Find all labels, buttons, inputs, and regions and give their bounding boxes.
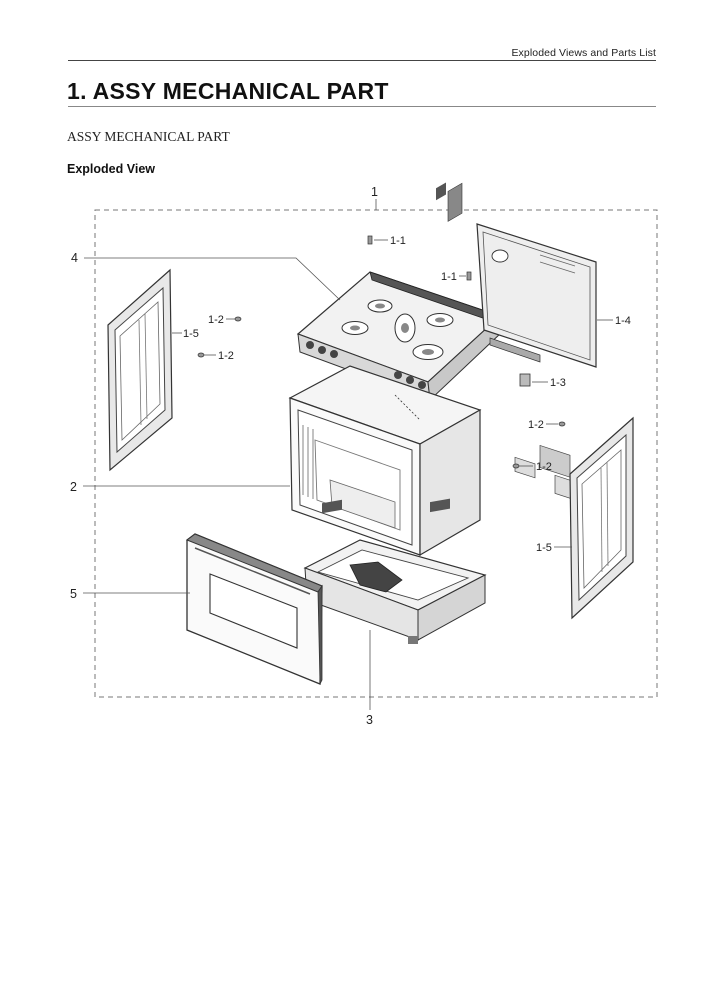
bracket-icon [519, 373, 531, 387]
callout-1-4: 1-4 [615, 315, 631, 327]
page-subtitle: ASSY MECHANICAL PART [67, 129, 230, 144]
storage-drawer [303, 498, 487, 644]
page-title: 1. ASSY MECHANICAL PART [67, 78, 389, 104]
callout-2: 2 [70, 480, 77, 494]
callout-1: 1 [371, 185, 378, 199]
clip-icon [512, 463, 520, 469]
oven-door [185, 533, 323, 685]
section-heading: Exploded View [67, 162, 155, 176]
screw-icon [367, 235, 373, 245]
callout-1-5-left: 1-5 [183, 328, 199, 340]
rear-panel [476, 223, 597, 501]
callout-3: 3 [366, 713, 373, 727]
oven-cavity [288, 182, 482, 557]
callout-1-2-right-lower: 1-2 [536, 461, 552, 473]
callout-1-2-right-upper: 1-2 [528, 419, 544, 431]
callout-1-5-right: 1-5 [536, 542, 552, 554]
clip-icon [234, 316, 242, 322]
callout-4: 4 [71, 251, 78, 265]
callout-1-2-left-lower: 1-2 [218, 350, 234, 362]
callout-5: 5 [70, 587, 77, 601]
title-divider [68, 106, 656, 107]
callout-1-2-left-upper: 1-2 [208, 314, 224, 326]
header-section-name: Exploded Views and Parts List [511, 47, 656, 59]
callout-1-1-top: 1-1 [390, 235, 406, 247]
clip-icon [558, 421, 566, 427]
screw-icon [466, 271, 472, 281]
callout-1-1-right: 1-1 [441, 271, 457, 283]
side-panel-right [569, 416, 634, 620]
side-panel-left [107, 268, 173, 472]
callout-1-3: 1-3 [550, 377, 566, 389]
header-divider [68, 60, 656, 61]
clip-icon [197, 352, 205, 358]
